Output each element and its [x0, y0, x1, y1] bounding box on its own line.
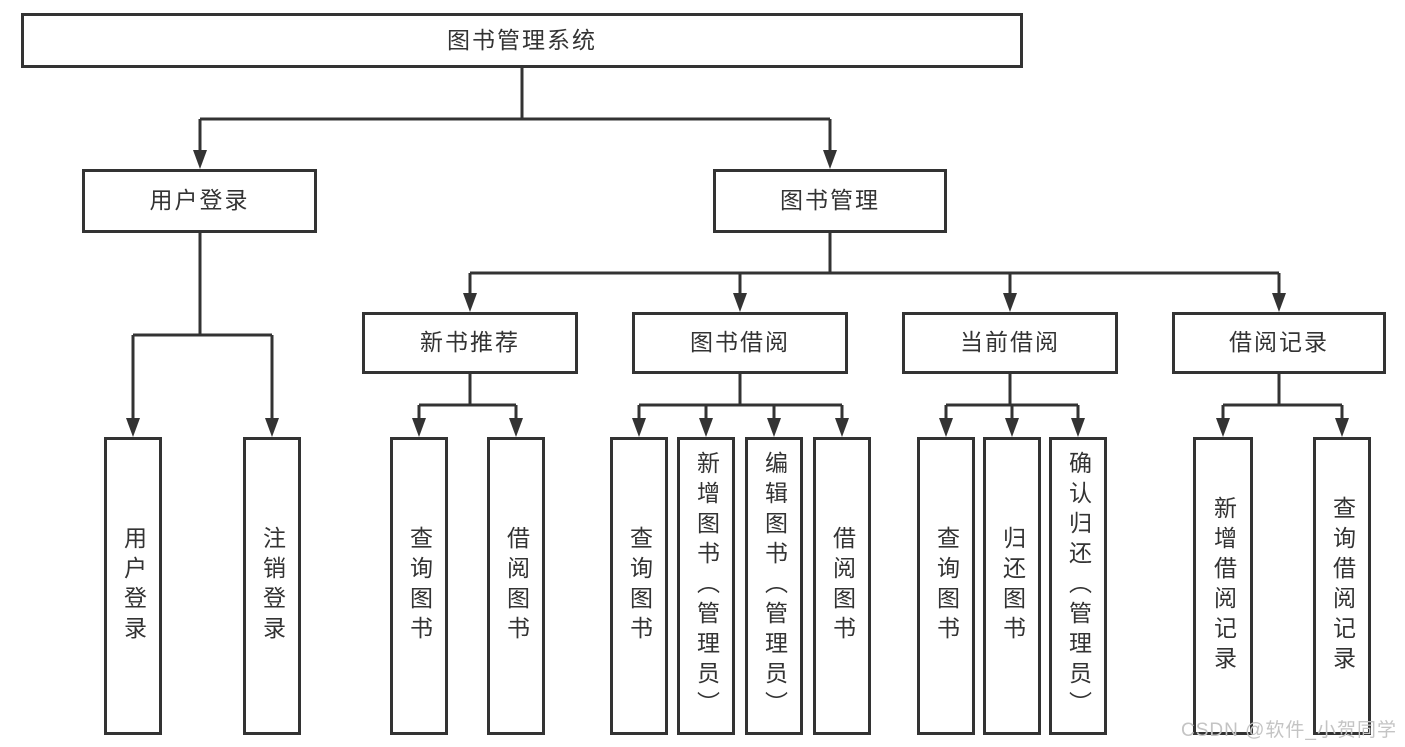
- arrow-to-leaf-logout: [265, 418, 279, 437]
- arrow-to-user-login: [193, 150, 207, 169]
- arrow-to-leaf-bb-edit: [767, 418, 781, 437]
- leaf-cb-query-books: 查询图书: [917, 437, 975, 735]
- node-book-management: 图书管理: [713, 169, 947, 233]
- node-new-book-recommend: 新书推荐: [362, 312, 578, 374]
- arrow-to-current-borrow: [1003, 293, 1017, 312]
- leaf-bb-query-books: 查询图书: [610, 437, 668, 735]
- arrow-to-leaf-cb-confirm: [1071, 418, 1085, 437]
- leaf-user-login: 用户登录: [104, 437, 162, 735]
- leaf-nbr-query-books: 查询图书: [390, 437, 448, 735]
- leaf-nbr-borrow-books: 借阅图书: [487, 437, 545, 735]
- arrow-to-leaf-nbr-query: [412, 418, 426, 437]
- leaf-cb-confirm-return-admin: 确认归还（管理员）: [1049, 437, 1107, 735]
- connector-book-mgmt-to-level3: [468, 233, 1281, 296]
- arrow-to-book-mgmt: [823, 150, 837, 169]
- arrow-to-leaf-bb-borrow: [835, 418, 849, 437]
- leaf-logout: 注销登录: [243, 437, 301, 735]
- node-current-borrowing: 当前借阅: [902, 312, 1118, 374]
- leaf-cb-return-books: 归还图书: [983, 437, 1041, 735]
- connector-root-to-level2: [198, 68, 832, 153]
- connector-borrow-record-to-leaves: [1221, 374, 1344, 421]
- connector-book-borrow-to-leaves: [637, 374, 844, 421]
- leaf-br-query-borrow-record: 查询借阅记录: [1313, 437, 1371, 735]
- connector-current-borrow-to-leaves: [944, 374, 1080, 421]
- arrow-to-book-borrow: [733, 293, 747, 312]
- connector-new-book-rec-to-leaves: [417, 374, 518, 421]
- leaf-bb-edit-books-admin: 编辑图书（管理员）: [745, 437, 803, 735]
- arrow-to-leaf-nbr-borrow: [509, 418, 523, 437]
- connector-user-login-to-leaves: [131, 233, 274, 421]
- arrow-to-leaf-bb-add: [699, 418, 713, 437]
- arrow-to-leaf-cb-return: [1005, 418, 1019, 437]
- node-borrowing-records: 借阅记录: [1172, 312, 1386, 374]
- leaf-bb-add-books-admin: 新增图书（管理员）: [677, 437, 735, 735]
- node-library-management-system: 图书管理系统: [21, 13, 1023, 68]
- node-book-borrowing: 图书借阅: [632, 312, 848, 374]
- arrowheads: [126, 150, 1349, 437]
- arrow-to-leaf-bb-query: [632, 418, 646, 437]
- arrow-to-new-book-rec: [463, 293, 477, 312]
- arrow-to-leaf-cb-query: [939, 418, 953, 437]
- arrow-to-leaf-user-login: [126, 418, 140, 437]
- arrow-to-leaf-br-add: [1216, 418, 1230, 437]
- arrow-to-leaf-br-query: [1335, 418, 1349, 437]
- node-user-login: 用户登录: [82, 169, 317, 233]
- arrow-to-borrow-record: [1272, 293, 1286, 312]
- csdn-watermark: CSDN @软件_小贺同学: [1181, 720, 1397, 741]
- leaf-br-add-borrow-record: 新增借阅记录: [1193, 437, 1253, 735]
- leaf-bb-borrow-books: 借阅图书: [813, 437, 871, 735]
